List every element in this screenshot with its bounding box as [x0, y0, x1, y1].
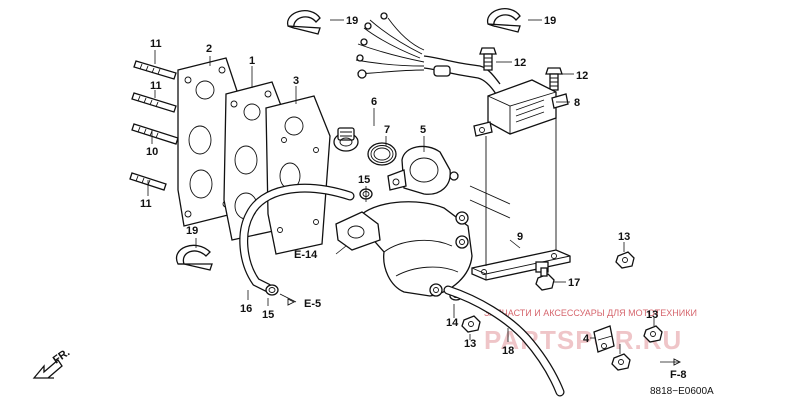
callout-7: 7	[384, 124, 390, 136]
hose-16	[239, 183, 355, 293]
housing-assembly	[335, 201, 473, 297]
callout-5: 5	[420, 124, 426, 136]
callout-15-lower: 15	[262, 309, 274, 321]
diagram-code: 8818−E0600A	[650, 386, 714, 397]
bracket-9	[471, 249, 571, 281]
nut-13-right	[615, 251, 635, 269]
callout-12-right: 12	[576, 70, 588, 82]
callout-10: 10	[146, 146, 158, 158]
callouts: 11 11 10 11 2 1 3 6 7 5 8 12 12 19 19 19…	[140, 15, 658, 357]
watermark-top-text: ЗАПЧАСТИ И АКСЕССУАРЫ ДЛЯ МОТОТЕХНИКИ	[484, 308, 697, 318]
clamp-19-left	[175, 244, 213, 271]
bolt-17	[535, 267, 555, 291]
callout-4: 4	[583, 333, 590, 345]
wire-harness	[355, 12, 501, 95]
reference-e5: E-5	[304, 298, 321, 310]
callout-13-right: 13	[618, 231, 630, 243]
callout-14: 14	[446, 317, 459, 329]
thermostat-6	[333, 127, 359, 152]
bolt-12-left	[479, 47, 497, 71]
callout-18: 18	[502, 345, 514, 357]
callout-11-second: 11	[150, 80, 162, 92]
callout-9: 9	[517, 231, 523, 243]
nut-13-hose-clip	[643, 325, 663, 343]
callout-3: 3	[293, 75, 299, 87]
callout-11-bottom: 11	[140, 198, 152, 210]
callout-19-top-left: 19	[346, 15, 358, 27]
nut-13-lower	[461, 315, 481, 333]
callout-8: 8	[574, 97, 580, 109]
gasket-3	[265, 95, 331, 255]
callout-15-upper: 15	[358, 174, 370, 186]
stud-second	[131, 92, 177, 113]
callout-6: 6	[371, 96, 377, 108]
stud-third	[131, 123, 179, 145]
leader-lines	[147, 19, 682, 366]
thermostat-cover-5	[387, 145, 459, 195]
bolt-12-right	[545, 67, 563, 91]
callout-19-left: 19	[186, 225, 198, 237]
callout-11-top: 11	[150, 38, 162, 50]
callout-2: 2	[206, 43, 212, 55]
callout-13-hose-clip: 13	[646, 309, 658, 321]
reference-f8: F-8	[670, 369, 687, 381]
seal-7	[367, 142, 397, 166]
callout-1: 1	[249, 55, 255, 67]
callout-16: 16	[240, 303, 252, 315]
callout-19-top-right: 19	[544, 15, 556, 27]
regulator-unit-8	[473, 79, 569, 137]
clamp-19-top-left	[287, 10, 321, 35]
clip-4	[593, 325, 615, 353]
clip-15-lower	[265, 284, 279, 296]
front-direction-indicator: FR.	[32, 346, 72, 379]
clamp-19-top-right	[487, 8, 521, 33]
nut-13-bottom-right	[611, 353, 631, 371]
hose-18	[443, 285, 565, 397]
callout-12-left: 12	[514, 57, 526, 69]
reference-labels: E-14 E-5 F-8 8818−E0600A	[294, 249, 714, 397]
stud-top	[133, 60, 177, 80]
callout-17: 17	[568, 277, 580, 289]
callout-13-lower: 13	[464, 338, 476, 350]
reference-e14: E-14	[294, 249, 318, 261]
